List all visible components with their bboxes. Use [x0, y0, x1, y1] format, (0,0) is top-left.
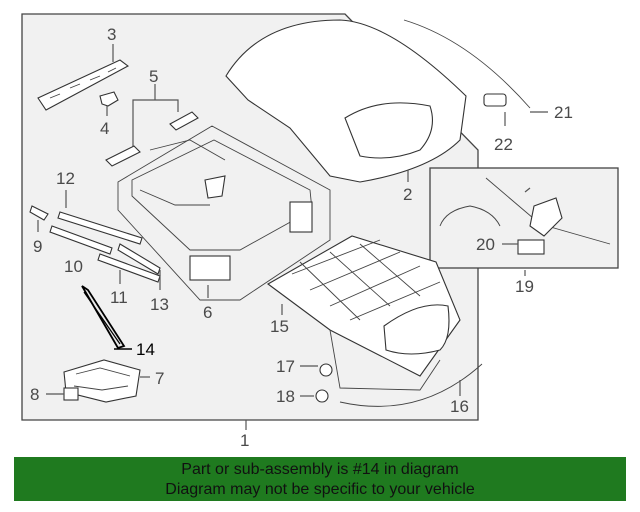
callout-18: 18	[276, 387, 295, 406]
part-13-rail	[117, 243, 161, 290]
callout-5: 5	[149, 67, 158, 86]
parts-diagram: 1 2 3 4 5 6 7 8 9 10 11 12 13 14 15 16 1…	[21, 13, 619, 450]
part-7-lower-panel	[63, 359, 150, 403]
part-4-clip	[99, 91, 119, 116]
banner-line-2: Diagram may not be specific to your vehi…	[165, 481, 475, 498]
part-17-bolt	[300, 363, 333, 377]
part-15-soft-top	[266, 235, 461, 391]
part-6-frame-assembly	[117, 125, 331, 301]
part-16-strip	[339, 363, 483, 407]
callout-8: 8	[30, 385, 39, 404]
callout-14: 14	[136, 340, 155, 359]
callout-4: 4	[100, 119, 109, 138]
callout-1: 1	[240, 431, 249, 450]
part-9-clip	[29, 205, 49, 232]
callout-16: 16	[450, 397, 469, 416]
part-14-seal	[81, 285, 132, 350]
callout-20: 20	[476, 235, 495, 254]
part-22-bracket	[483, 93, 507, 126]
part-18-nut	[300, 389, 329, 403]
callout-19: 19	[515, 277, 534, 296]
callout-12: 12	[56, 169, 75, 188]
callout-2: 2	[403, 185, 412, 204]
callout-15: 15	[270, 317, 289, 336]
part-10-rail	[49, 225, 113, 255]
part-11-rail	[97, 253, 161, 284]
callout-3: 3	[107, 25, 116, 44]
callout-21: 21	[554, 103, 573, 122]
banner-line-1: Part or sub-assembly is #14 in diagram	[181, 461, 459, 478]
callout-6: 6	[203, 303, 212, 322]
part-12-rail	[57, 190, 143, 245]
part-19-latch-assembly	[439, 177, 611, 276]
part-21-weatherstrip	[403, 19, 548, 113]
callout-9: 9	[33, 237, 42, 256]
callout-10: 10	[64, 257, 83, 276]
part-5-brackets	[105, 84, 199, 167]
callout-11: 11	[110, 288, 128, 307]
callout-17: 17	[276, 357, 295, 376]
fitment-banner: Part or sub-assembly is #14 in diagram D…	[14, 457, 626, 501]
callout-7: 7	[155, 369, 164, 388]
part-8-clip	[46, 387, 79, 401]
part-2-roof	[225, 19, 467, 183]
callout-22: 22	[494, 135, 513, 154]
part-3-header-trim	[37, 44, 130, 111]
callout-13: 13	[150, 295, 169, 314]
